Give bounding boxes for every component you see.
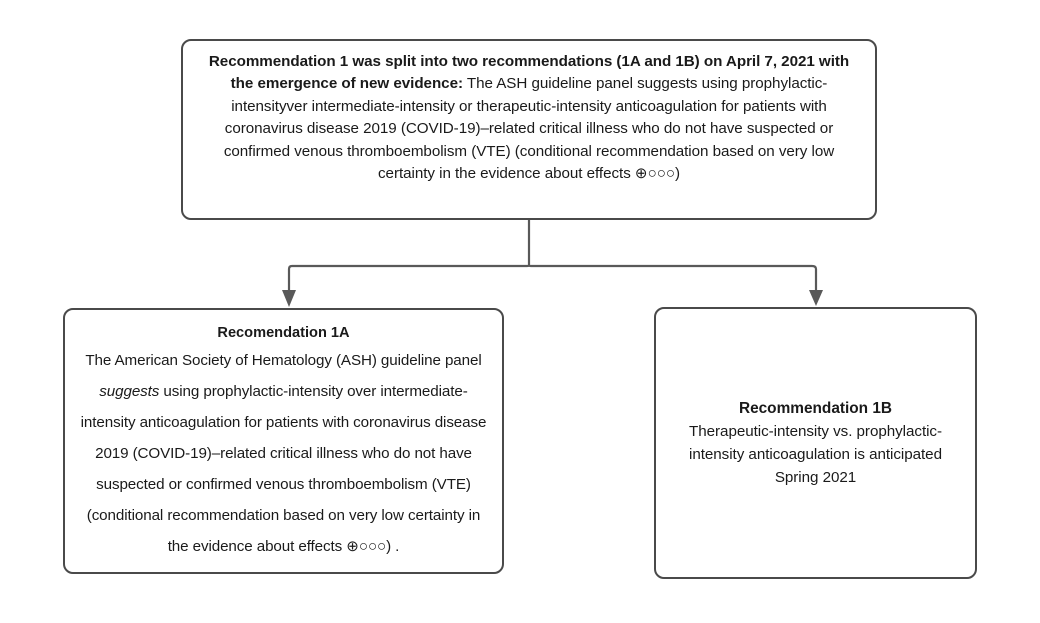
connector-branch-right: [527, 264, 818, 291]
arrowhead-to-1b: [809, 290, 823, 306]
connector-branch-left: [287, 261, 531, 291]
certainty-symbol-root: ⊕○○○: [634, 165, 675, 183]
certainty-symbol-1a: ⊕○○○: [346, 538, 387, 555]
node-1a-closing: ) .: [386, 538, 400, 555]
node-root-lead: Recommendation 1 was split into two reco…: [208, 53, 850, 93]
node-1a-text-before: The American Society of Hematology (ASH)…: [85, 352, 482, 369]
node-recommendation-1a[interactable]: Recomendation 1A The American Society of…: [63, 308, 504, 574]
node-1b-text: Therapeutic-intensity vs. prophylactic-i…: [689, 423, 942, 486]
node-1a-text-after: using prophylactic-intensity over interm…: [80, 383, 487, 555]
node-root-closing: ): [674, 165, 680, 183]
node-recommendation-1-split[interactable]: Recommendation 1 was split into two reco…: [181, 39, 877, 220]
node-root-rest: The ASH guideline panel suggests using p…: [223, 75, 835, 183]
node-recommendation-1b[interactable]: Recommendation 1B Therapeutic-intensity …: [654, 307, 977, 579]
node-root-text: Recommendation 1 was split into two reco…: [197, 51, 861, 185]
node-1a-title: Recomendation 1A: [217, 325, 350, 341]
node-1a-text: The American Society of Hematology (ASH)…: [77, 345, 490, 562]
node-1b-title: Recommendation 1B: [738, 400, 893, 417]
node-1a-emphasis: suggests: [99, 383, 160, 400]
arrowhead-to-1a: [282, 290, 296, 307]
